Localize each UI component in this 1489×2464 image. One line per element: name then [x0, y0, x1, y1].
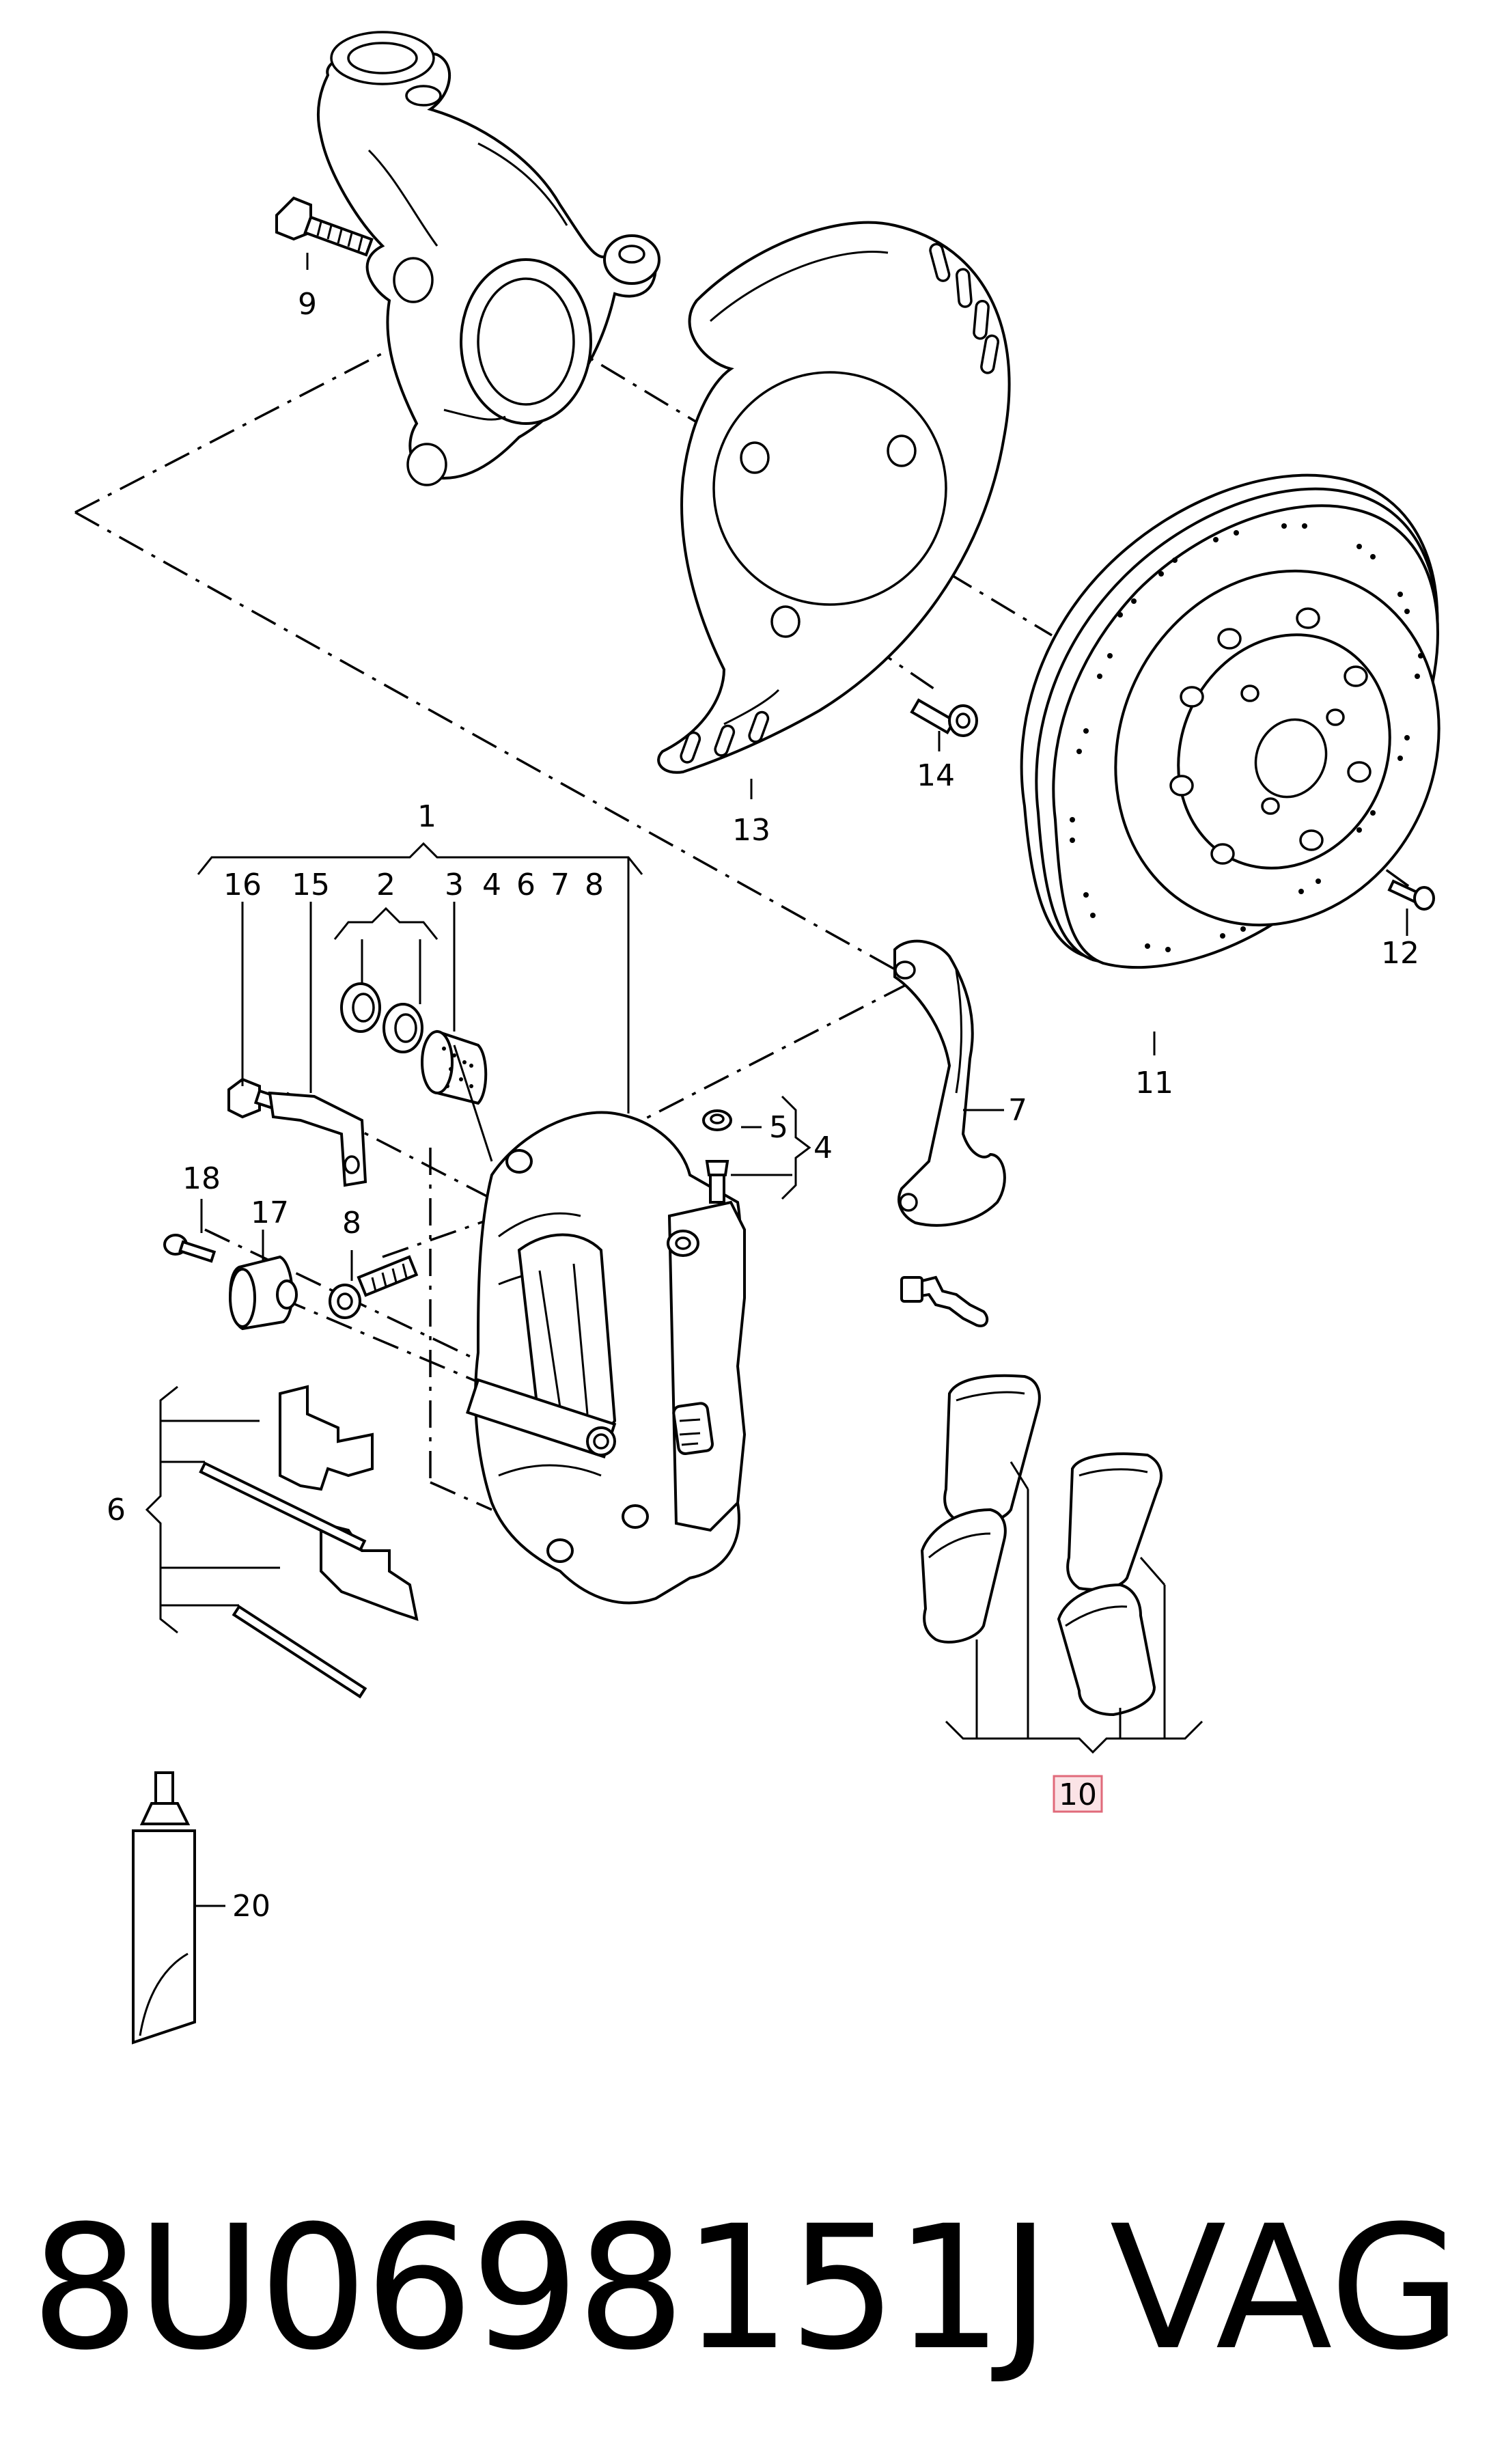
callout-3: 3	[445, 868, 464, 902]
callout-11: 11	[1135, 1066, 1173, 1101]
callout-4-top: 4	[482, 868, 501, 902]
bracket-15	[268, 1091, 367, 1187]
callout-8-top: 8	[585, 868, 604, 902]
callout-10: 10	[1059, 1777, 1097, 1812]
caliper-bracket-7	[893, 939, 1006, 1227]
callout-10-highlight	[1053, 1775, 1103, 1813]
splash-shield-13	[657, 221, 1011, 774]
steering-knuckle	[316, 31, 660, 486]
callout-7: 7	[1008, 1093, 1027, 1128]
screw-12	[1387, 879, 1435, 911]
callout-18: 18	[182, 1161, 221, 1196]
spring-clip-6	[199, 1385, 419, 1699]
callout-14: 14	[917, 758, 955, 793]
callout-17: 17	[251, 1195, 289, 1230]
callout-2: 2	[376, 868, 395, 902]
brake-caliper-1	[466, 1111, 747, 1605]
dust-boot-3	[421, 1029, 488, 1105]
bleeder-valve-5	[702, 1109, 732, 1204]
brake-disc-11	[1020, 473, 1441, 969]
callout-4: 4	[813, 1131, 833, 1165]
callout-15: 15	[292, 868, 330, 902]
callout-6-top: 6	[516, 868, 535, 902]
callout-20: 20	[232, 1889, 270, 1924]
part-number: 8U0698151J	[31, 2189, 1050, 2387]
callout-8: 8	[342, 1206, 361, 1241]
seal-2	[340, 982, 423, 1053]
callout-12: 12	[1381, 936, 1419, 971]
callout-labels: 9 13 14 12 11 1 16 15 2 3 4 6 7 8 5 4 7 …	[107, 287, 1419, 1924]
footer: 8U0698151J VAG	[0, 2172, 1489, 2405]
callout-1: 1	[417, 799, 436, 834]
bush-17	[229, 1255, 298, 1331]
screw-18	[163, 1234, 217, 1263]
bolt-8	[329, 1255, 419, 1319]
grease-tube-20	[132, 1771, 225, 2045]
bolt-14	[910, 698, 978, 737]
bolt-9	[275, 196, 374, 257]
callout-6: 6	[107, 1493, 126, 1527]
brand-name: VAG	[1109, 2189, 1462, 2387]
callout-9: 9	[298, 287, 317, 322]
callout-7-top: 7	[551, 868, 570, 902]
callout-13: 13	[732, 813, 770, 848]
brake-pads-10	[900, 1275, 1163, 1717]
callout-16: 16	[223, 868, 262, 902]
callout-5: 5	[769, 1110, 788, 1145]
leader-lines	[145, 253, 1408, 1754]
